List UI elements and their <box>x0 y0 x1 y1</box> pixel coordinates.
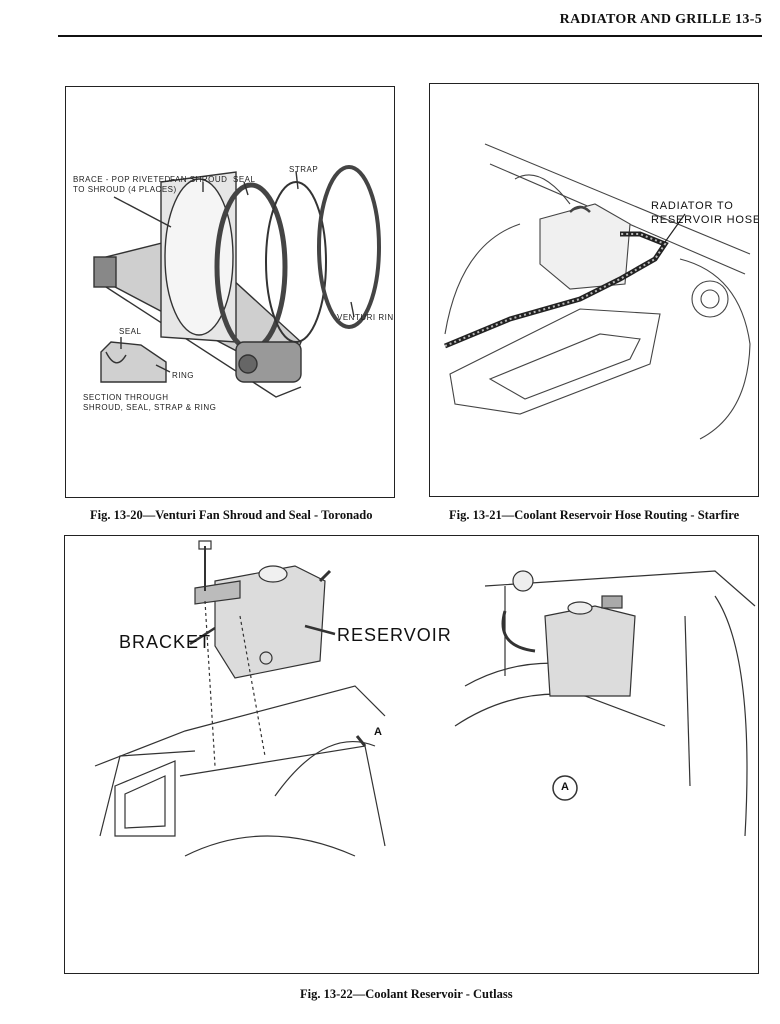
label-circled-a: A <box>561 781 570 793</box>
figure-13-21-illustration: RADIATOR TO RESERVOIR HOSE <box>429 83 759 497</box>
label-section-through: SECTION THROUGH <box>83 393 169 402</box>
label-view-a: A <box>374 726 383 738</box>
fan-shroud-drawing <box>93 165 381 398</box>
hose-routing-drawing <box>444 143 751 440</box>
label-strap: STRAP <box>289 165 319 174</box>
label-hose-line-1: RADIATOR TO <box>651 200 734 212</box>
label-section-parts: SHROUD, SEAL, STRAP & RING <box>83 403 217 412</box>
figure-13-20-illustration: BRACE - POP RIVETED TO SHROUD (4 PLACES)… <box>65 86 395 498</box>
label-venturi-ring: VENTURI RING <box>337 313 395 322</box>
label-fan-shroud: FAN SHROUD <box>170 175 228 184</box>
caption-fig-13-22: Fig. 13-22—Coolant Reservoir - Cutlass <box>300 987 513 1001</box>
caption-fig-13-21: Fig. 13-21—Coolant Reservoir Hose Routin… <box>449 508 740 522</box>
figure-13-22-illustration: BRACKET RESERVOIR A A <box>64 535 759 974</box>
label-brace-2: TO SHROUD (4 PLACES) <box>73 185 177 194</box>
caption-fig-13-20: Fig. 13-20—Venturi Fan Shroud and Seal -… <box>90 508 373 522</box>
label-seal: SEAL <box>233 175 256 184</box>
label-section-seal: SEAL <box>119 327 142 336</box>
reservoir-cutlass-drawing <box>94 540 756 857</box>
page-header-title: RADIATOR AND GRILLE 13-5 <box>559 12 762 27</box>
label-section-ring: RING <box>172 371 194 380</box>
label-hose-line-2: RESERVOIR HOSE <box>651 214 759 226</box>
label-bracket: BRACKET <box>119 632 212 652</box>
label-brace: BRACE - POP RIVETED <box>73 175 171 184</box>
header-rule <box>58 35 762 37</box>
label-reservoir: RESERVOIR <box>337 625 452 645</box>
